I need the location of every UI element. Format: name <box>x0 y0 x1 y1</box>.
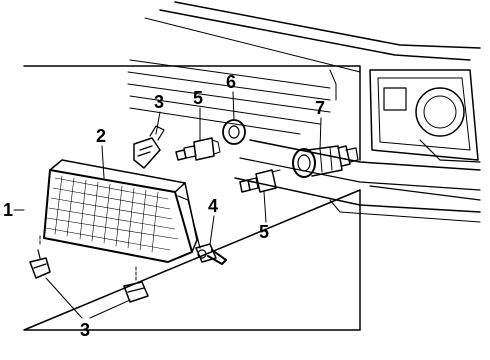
retaining-clip-left <box>29 235 51 279</box>
leader-7-top <box>329 69 337 101</box>
callout-7: 7 <box>315 98 325 118</box>
callout-labels: 1 2 3 3 4 5 5 6 7 <box>3 72 325 340</box>
fog-lamp-bulb-assembly <box>292 145 359 178</box>
retaining-clip-right <box>123 265 149 303</box>
callout-1: 1 <box>3 200 13 220</box>
leader-3a <box>155 111 161 135</box>
exploded-view-frame <box>23 65 361 331</box>
leader-5b <box>263 191 267 223</box>
callout-2: 2 <box>96 126 106 146</box>
fog-lamp-assembly <box>43 159 201 263</box>
callout-5-upper: 5 <box>193 88 203 108</box>
bulb-upper <box>175 137 221 161</box>
callout-3-lower: 3 <box>80 320 90 340</box>
leader-2 <box>101 145 105 179</box>
callout-5-lower: 5 <box>259 222 269 242</box>
callout-3-upper: 3 <box>154 92 164 112</box>
leader-3b-right <box>89 299 131 319</box>
bulb-lower <box>239 169 281 193</box>
leader-7 <box>319 117 322 151</box>
leader-6 <box>232 91 235 121</box>
leader-4 <box>209 215 215 245</box>
vehicle-front-body <box>127 1 481 223</box>
mounting-bracket-upper <box>133 125 165 169</box>
bulb-socket-connector <box>195 243 227 265</box>
leader-3b-left <box>45 277 83 319</box>
leader-lines <box>13 69 337 319</box>
callout-6: 6 <box>226 72 236 92</box>
callout-4: 4 <box>208 196 218 216</box>
